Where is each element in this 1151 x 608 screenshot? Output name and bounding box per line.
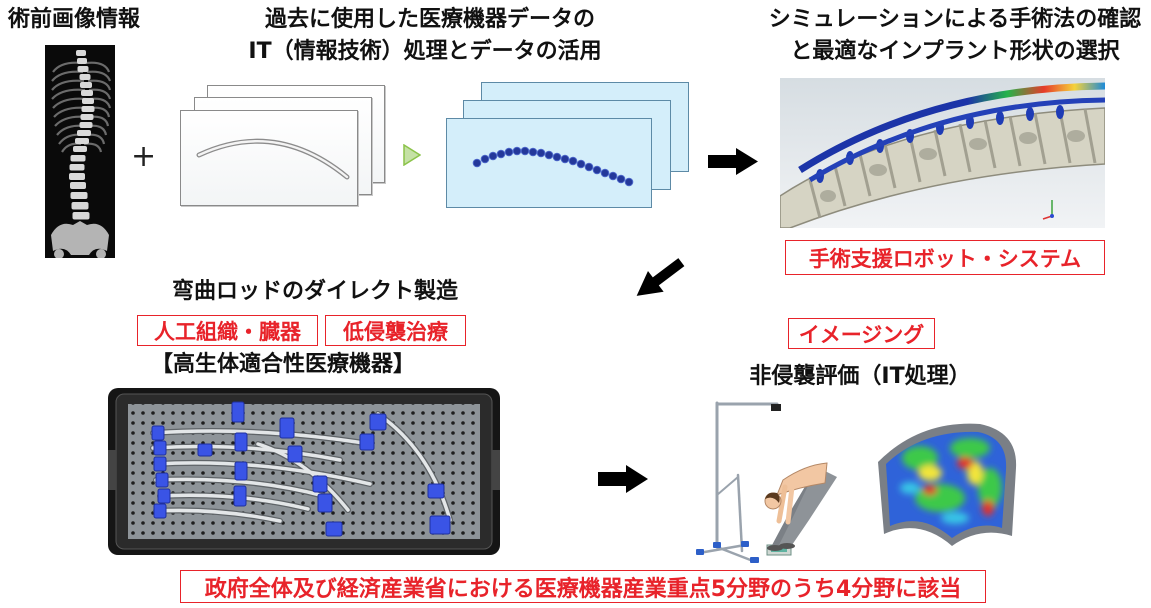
rod-tray-photo <box>108 388 500 555</box>
curved-rod-drawing <box>196 138 350 180</box>
vertebrae <box>69 50 95 220</box>
black-right-arrow-icon <box>708 148 758 175</box>
preop-image-title: 術前画像情報 <box>8 7 141 32</box>
device-data-card-front <box>180 110 358 206</box>
plus-sign: + <box>131 139 157 174</box>
biocompatible-device-title: 【高生体適合性医療機器】 <box>150 352 415 377</box>
data-title-line2: IT（情報技術）処理とデータの活用 <box>248 39 602 64</box>
data-title-line1: 過去に使用した医療機器データの <box>264 7 595 32</box>
posture-measurement-illustration <box>696 401 837 563</box>
processed-data-card-front <box>446 118 652 208</box>
simulation-title-line2: と最適なインプラント形状の選択 <box>790 39 1120 64</box>
blue-rod-clips <box>151 401 451 537</box>
implant-rod-stress <box>798 82 1105 173</box>
rod-point-cloud <box>472 146 634 187</box>
surgical-simulation-image <box>780 78 1105 228</box>
bent-rods <box>150 411 453 524</box>
footer-priority-fields-tag: 政府全体及び経済産業省における医療機器産業重点5分野のうち4分野に該当 <box>180 570 986 603</box>
rod-manufacturing-title: 弯曲ロッドのダイレクト製造 <box>171 279 458 304</box>
minimally-invasive-tag: 低侵襲治療 <box>325 315 466 346</box>
robot-system-tag: 手術支援ロボット・システム <box>785 240 1105 275</box>
pelvis <box>51 221 109 255</box>
noninvasive-evaluation-title: 非侵襲評価（IT処理） <box>749 364 971 389</box>
imaging-tag: イメージング <box>788 318 935 349</box>
artificial-organ-tag: 人工組織・臓器 <box>137 315 318 346</box>
black-diagonal-arrow-icon <box>636 258 685 296</box>
black-right-arrow-icon <box>598 465 648 493</box>
simulation-title-line1: シミュレーションによる手術法の確認 <box>768 7 1142 32</box>
green-triangle-icon <box>403 144 421 166</box>
implant-rod <box>808 97 1105 183</box>
bending-person <box>764 462 837 551</box>
spine-xray-image <box>45 45 115 258</box>
axis-triad <box>1042 200 1054 220</box>
camera-stand <box>697 401 779 563</box>
back-surface-colormap <box>878 423 1017 546</box>
